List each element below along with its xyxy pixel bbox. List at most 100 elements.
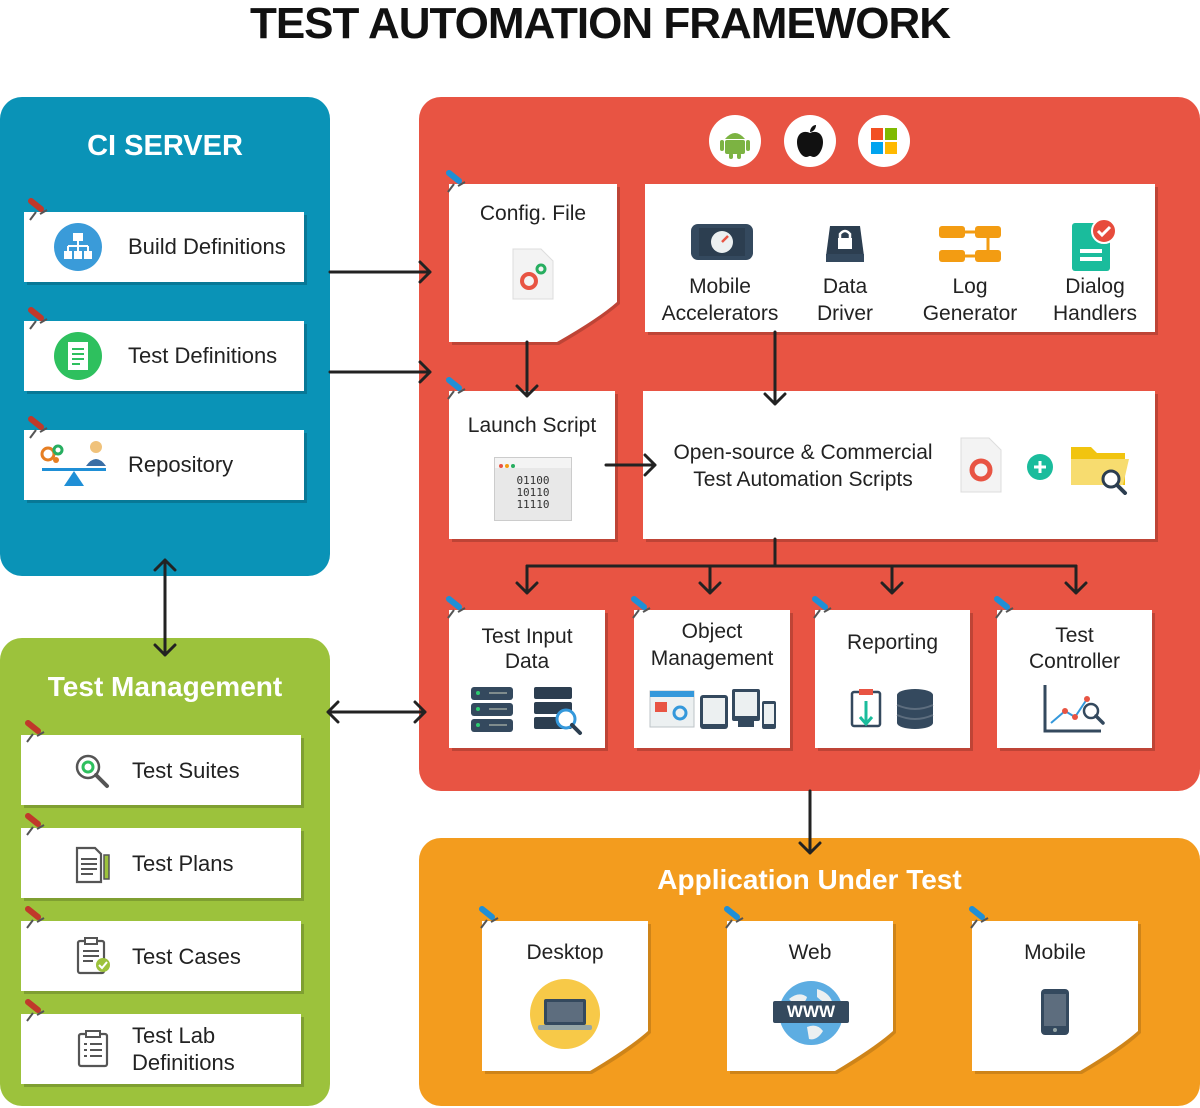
tm-item-label: Test Plans xyxy=(132,851,234,876)
tm-item-label: Test Cases xyxy=(132,944,241,969)
binary-window-icon: 01100 10110 11110 xyxy=(494,457,572,521)
test-management-title: Test Management xyxy=(47,671,283,702)
server-search-icon xyxy=(534,687,582,735)
module-test-input-data[interactable]: Test Input Data xyxy=(449,610,605,748)
tm-item-test-lab-definitions[interactable]: Test Lab Definitions xyxy=(21,1014,301,1084)
tm-item-label: Test Lab xyxy=(132,1023,216,1048)
module-label-line2: Management xyxy=(650,647,774,670)
pin-icon xyxy=(28,198,48,221)
file-gear-icon xyxy=(960,437,1002,493)
tm-item-test-cases[interactable]: Test Cases xyxy=(21,921,301,991)
mobile-gauge-icon xyxy=(691,224,753,260)
pin-icon xyxy=(25,720,45,743)
lock-drive-icon xyxy=(826,226,864,262)
clipboard-check-icon xyxy=(76,937,110,975)
windows-icon xyxy=(858,115,910,167)
aut-item-label: Desktop xyxy=(526,941,604,964)
aut-item-web[interactable]: Web WWW xyxy=(727,921,896,1074)
pin-icon xyxy=(446,596,466,619)
tm-item-test-plans[interactable]: Test Plans xyxy=(21,828,301,898)
tool-label-line2: Accelerators xyxy=(661,302,779,325)
binary-line: 10110 xyxy=(516,486,550,499)
pin-icon xyxy=(28,416,48,439)
ci-item-label: Build Definitions xyxy=(128,234,286,259)
folder-search-icon xyxy=(1071,447,1129,495)
tm-item-test-suites[interactable]: Test Suites xyxy=(21,735,301,805)
aut-item-label: Web xyxy=(788,941,832,964)
arrow-testdef-to-launch xyxy=(328,360,432,384)
dialog-check-icon xyxy=(1072,218,1117,271)
pin-icon xyxy=(25,999,45,1022)
window-titlebar xyxy=(495,458,571,468)
binary-line: 01100 xyxy=(516,474,550,487)
document-pencil-icon xyxy=(75,846,110,884)
pin-icon xyxy=(446,377,466,400)
tools-card: Mobile Accelerators Data Driver Log Gene… xyxy=(645,184,1155,332)
module-test-controller[interactable]: Test Controller xyxy=(997,610,1152,748)
document-list-icon xyxy=(54,332,102,380)
laptop-icon xyxy=(530,979,600,1049)
module-label-line2: Data xyxy=(504,650,550,673)
aut-item-desktop[interactable]: Desktop xyxy=(482,921,651,1074)
ci-item-repository[interactable]: Repository xyxy=(24,430,304,500)
aut-item-label: Mobile xyxy=(1024,941,1086,964)
pin-icon xyxy=(994,596,1014,619)
aut-item-mobile[interactable]: Mobile xyxy=(972,921,1141,1074)
pin-icon xyxy=(812,596,832,619)
pin-icon xyxy=(25,906,45,929)
pin-icon xyxy=(724,906,744,929)
page-title: TEST AUTOMATION FRAMEWORK xyxy=(249,0,951,48)
pin-icon xyxy=(446,170,466,193)
launch-script-label: Launch Script xyxy=(467,414,597,437)
automation-scripts-card[interactable]: Open-source & Commercial Test Automation… xyxy=(643,391,1155,539)
android-icon xyxy=(709,115,761,167)
module-object-management[interactable]: Object Management xyxy=(634,610,790,748)
module-label: Object xyxy=(681,620,743,643)
config-file-card[interactable]: Config. File xyxy=(449,184,620,345)
pin-icon xyxy=(25,813,45,836)
database-icon xyxy=(896,689,934,729)
scripts-label-line2: Test Automation Scripts xyxy=(693,468,913,491)
tool-label-line2: Driver xyxy=(817,302,873,325)
tool-label: Mobile xyxy=(689,275,751,298)
tm-item-label-line2: Definitions xyxy=(132,1050,235,1075)
sitemap-icon xyxy=(54,223,102,271)
plus-icon xyxy=(1027,454,1053,480)
module-reporting[interactable]: Reporting xyxy=(815,610,970,748)
arrow-build-to-config xyxy=(328,260,432,284)
module-label-line2: Controller xyxy=(1028,650,1121,673)
arrow-tm-framework xyxy=(326,700,427,724)
tool-label-line2: Handlers xyxy=(1052,302,1138,325)
file-gear-icon xyxy=(512,248,554,300)
search-gear-icon xyxy=(75,754,109,788)
module-label: Reporting xyxy=(846,631,939,654)
ci-server-title: CI SERVER xyxy=(87,130,243,162)
pin-icon xyxy=(28,307,48,330)
pin-icon xyxy=(479,906,499,929)
clipboard-download-icon xyxy=(850,689,882,728)
module-label: Test xyxy=(1055,624,1094,647)
ci-item-label: Test Definitions xyxy=(128,343,278,368)
tool-label: Data xyxy=(822,275,868,298)
apple-icon xyxy=(784,115,836,167)
balance-people-icon xyxy=(40,441,106,486)
chart-search-icon xyxy=(1043,685,1105,733)
aut-title: Application Under Test xyxy=(657,864,962,895)
tool-label: Dialog xyxy=(1065,275,1125,298)
launch-script-card[interactable]: Launch Script 01100 10110 11110 xyxy=(449,391,615,539)
tool-label-line2: Generator xyxy=(922,302,1018,325)
ci-item-test-definitions[interactable]: Test Definitions xyxy=(24,321,304,391)
pin-icon xyxy=(969,906,989,929)
clipboard-list-icon xyxy=(77,1030,109,1068)
pin-icon xyxy=(631,596,651,619)
ci-item-build-definitions[interactable]: Build Definitions xyxy=(24,212,304,282)
tool-label: Log xyxy=(952,275,988,298)
smartphone-icon xyxy=(1041,989,1069,1035)
www-text: WWW xyxy=(786,1002,836,1021)
www-banner: WWW xyxy=(773,1001,849,1023)
binary-line: 11110 xyxy=(516,498,550,511)
log-blocks-icon xyxy=(939,226,1001,262)
tm-item-label: Test Suites xyxy=(132,758,240,783)
module-label: Test Input xyxy=(481,625,573,648)
config-file-label: Config. File xyxy=(479,202,587,225)
